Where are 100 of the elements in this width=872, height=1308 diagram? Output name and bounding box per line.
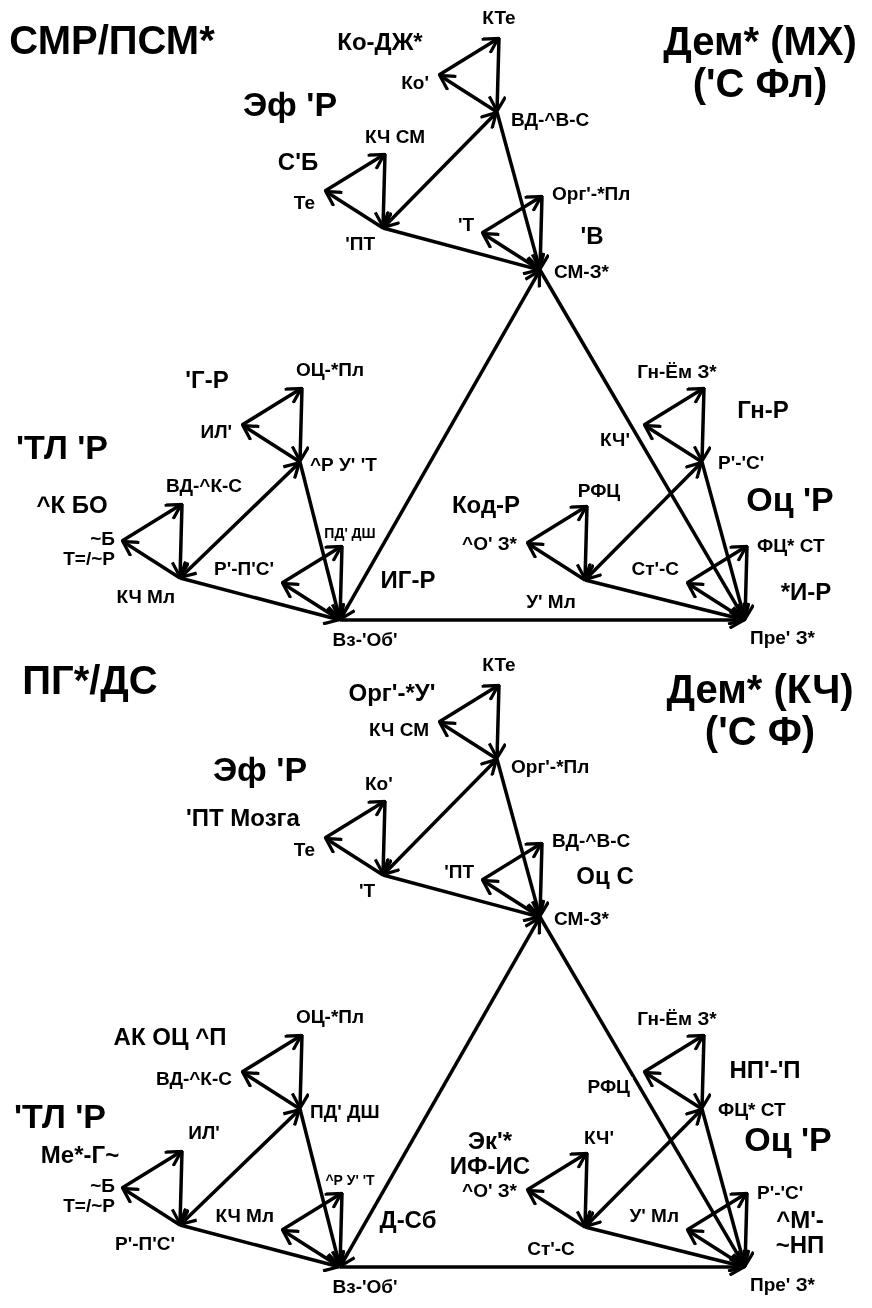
cluster-label: Эф 'Р <box>242 87 338 123</box>
cluster-label: 'ТЛ 'Р <box>13 1099 107 1135</box>
point-label: ВД-^В-С <box>550 831 633 851</box>
arrow <box>735 1192 756 1268</box>
group-label: Гн-Р <box>737 397 789 423</box>
arrow <box>121 1149 183 1190</box>
arrow <box>373 800 394 876</box>
point-label: ВД-^В-С <box>509 110 592 130</box>
panel-title: Дем* (МХ) ('С Фл) <box>662 20 858 104</box>
cluster-label: Эф 'Р <box>212 752 308 788</box>
group-label: Код-Р <box>451 492 521 518</box>
cluster-label: Оц 'Р <box>744 1122 832 1158</box>
arrow <box>324 836 384 877</box>
arrow <box>487 684 508 760</box>
point-label: Пре' З* <box>748 1275 817 1295</box>
arrow <box>584 1108 703 1228</box>
group-label: АК ОЦ ^П <box>113 1024 227 1050</box>
arrow <box>481 194 543 235</box>
arrow <box>495 111 546 271</box>
point-label: Пре' З* <box>748 628 817 648</box>
group-label: 'В <box>580 223 604 249</box>
arrow <box>526 1151 588 1192</box>
point-label: ^Р У' 'Т <box>323 1172 377 1188</box>
arrow <box>241 1033 303 1074</box>
arrow <box>538 269 747 621</box>
group-label: ^М'- ~НП <box>774 1206 826 1258</box>
arrow <box>324 189 384 230</box>
group-label: ^К БО <box>36 492 108 518</box>
point-label: РФЦ <box>585 1077 632 1097</box>
arrow <box>281 1191 343 1232</box>
arrow <box>438 73 498 114</box>
arrow <box>179 461 301 579</box>
arrow <box>241 423 301 464</box>
arrow <box>324 799 386 840</box>
arrow <box>290 1034 311 1110</box>
arrow <box>643 423 703 464</box>
group-label: НП'-'П <box>729 1057 801 1083</box>
arrow <box>382 758 498 876</box>
group-label: С'Б <box>277 149 319 175</box>
arrow <box>324 152 386 193</box>
arrow <box>179 1223 341 1273</box>
arrow <box>530 195 551 271</box>
arrow <box>373 153 394 229</box>
group-label: Эк'* ИФ-ИС <box>448 1127 532 1179</box>
arrow <box>438 683 500 724</box>
arrow <box>241 386 303 427</box>
arrow <box>290 387 311 463</box>
arrow <box>575 1152 596 1228</box>
arrow <box>526 541 586 582</box>
arrow <box>643 1033 705 1074</box>
arrow <box>487 37 508 113</box>
panel-title: Дем* (КЧ) ('С Ф) <box>665 668 855 752</box>
arrow <box>340 610 746 630</box>
group-label: Ко-ДЖ* <box>337 29 423 55</box>
arrow <box>643 386 705 427</box>
group-label: 'Г-Р <box>185 367 229 393</box>
arrow <box>340 1257 746 1277</box>
cluster-label: Оц 'Р <box>746 482 834 518</box>
panel-title: СМР/ПСМ* <box>9 19 215 61</box>
arrow <box>575 505 596 581</box>
panel-title: ПГ*/ДС <box>22 659 158 701</box>
point-label: ФЦ* СТ <box>755 536 827 556</box>
arrow <box>735 545 756 621</box>
group-label: 'ПТ Мозга <box>186 805 300 831</box>
arrow <box>382 873 541 923</box>
arrow <box>530 842 551 918</box>
arrow <box>692 1034 713 1110</box>
arrow <box>382 111 498 229</box>
point-label: ФЦ* СТ <box>716 1100 788 1120</box>
arrow <box>121 1186 181 1227</box>
arrow <box>121 539 181 580</box>
arrow <box>700 461 751 621</box>
arrow <box>170 503 191 579</box>
arrow <box>686 544 748 585</box>
arrow <box>700 1108 751 1268</box>
point-label: ПД' ДШ <box>322 525 378 541</box>
group-label: Орг'-*У' <box>348 680 436 706</box>
point-label: ПД' ДШ <box>308 1102 382 1122</box>
arrow <box>438 36 500 77</box>
group-label: Д-Сб <box>379 1207 437 1233</box>
arrow <box>643 1070 703 1111</box>
arrow <box>121 502 183 543</box>
arrow <box>686 1191 748 1232</box>
arrow <box>179 576 341 626</box>
arrow <box>179 1108 301 1226</box>
arrow <box>526 504 588 545</box>
group-label: ИГ-Р <box>380 567 436 593</box>
arrow <box>538 916 747 1268</box>
arrow <box>692 387 713 463</box>
arrow <box>481 841 543 882</box>
arrow <box>526 1188 586 1229</box>
group-label: Ме*-Г~ <box>40 1142 120 1168</box>
arrow <box>170 1150 191 1226</box>
arrow <box>495 758 546 918</box>
arrow <box>281 544 343 585</box>
arrow <box>584 461 703 581</box>
group-label: Оц С <box>576 863 634 889</box>
group-label: *И-Р <box>780 579 832 605</box>
arrow <box>438 720 498 761</box>
arrow <box>382 226 541 276</box>
